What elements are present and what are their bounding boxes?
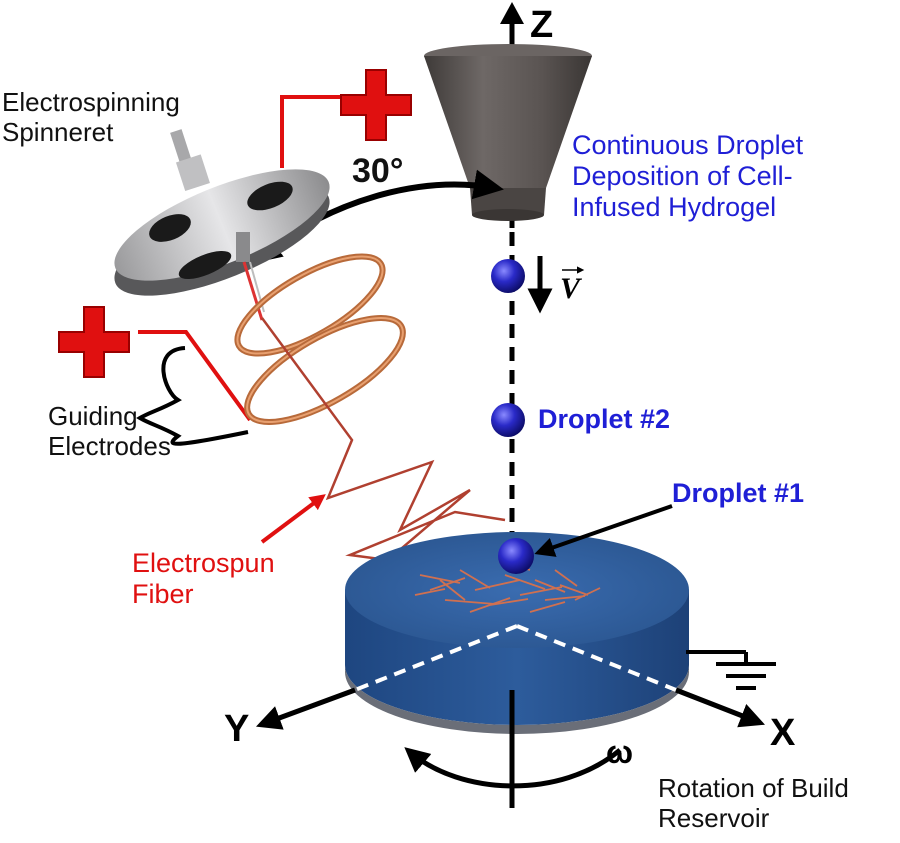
ground-icon <box>686 650 776 690</box>
y-axis-label: Y <box>224 708 250 750</box>
electrospun-fiber <box>260 317 506 562</box>
droplet-1 <box>498 538 534 574</box>
x-axis-label: X <box>770 712 796 754</box>
fiber-label: Electrospun Fiber <box>132 548 275 610</box>
guiding-electrodes <box>234 253 406 425</box>
z-axis-label: Z <box>530 4 554 46</box>
spinneret <box>114 129 330 321</box>
fiber-pointer-arrow <box>260 494 326 544</box>
power-connection-bottom <box>58 306 252 422</box>
droplet1-pointer-arrow <box>534 504 673 557</box>
velocity-label: V <box>560 272 581 305</box>
droplet1-label: Droplet #1 <box>672 478 805 508</box>
x-axis <box>675 687 765 728</box>
electrodes-label: Guiding Electrodes <box>48 401 171 461</box>
nozzle <box>424 44 592 221</box>
rotation-label: Rotation of Build Reservoir <box>658 773 849 833</box>
droplet2-label: Droplet #2 <box>538 404 671 434</box>
angle-label: 30° <box>352 152 404 190</box>
omega-label: ω <box>606 734 634 770</box>
droplet-top <box>491 259 525 293</box>
spinneret-label: Electrospinning Spinneret <box>2 87 180 147</box>
rotation-arrow <box>404 747 622 789</box>
droplet-2 <box>491 403 525 437</box>
power-connection-top <box>280 69 412 168</box>
plus-icon-top <box>340 69 412 141</box>
plus-icon-bottom <box>58 306 130 378</box>
y-axis <box>255 687 356 730</box>
deposition-label: Continuous Droplet Deposition of Cell- I… <box>572 130 804 223</box>
brace <box>136 346 249 446</box>
build-reservoir <box>345 532 689 734</box>
